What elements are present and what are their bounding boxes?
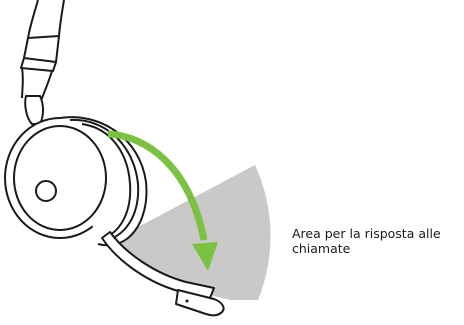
microphone-boom [101,231,225,317]
caption-line-2: chiamate [292,241,351,256]
caption-line-1: Area per la risposta alle [292,226,441,241]
answer-zone-caption: Area per la risposta alle chiamate [292,226,462,256]
hinge [24,95,44,125]
ear-cup [4,116,148,247]
call-button [35,180,57,202]
headband [20,0,65,109]
rotate-arrow-icon [107,130,218,271]
